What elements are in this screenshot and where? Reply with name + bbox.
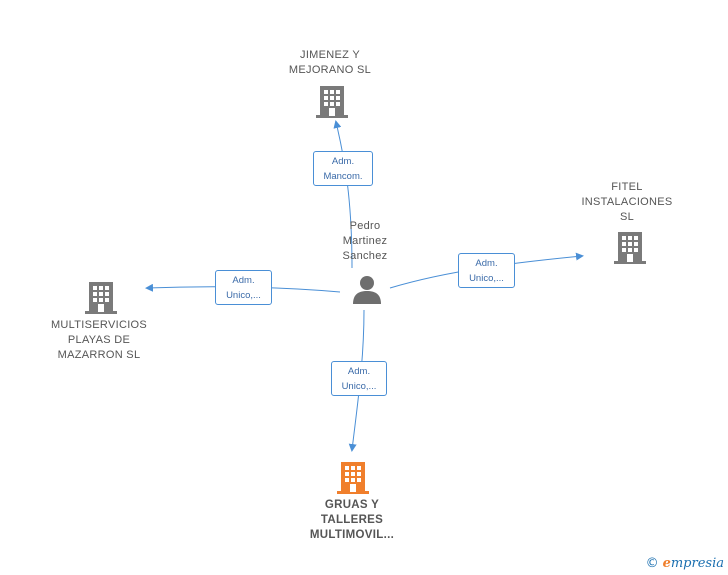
company-gruas-talleres-label[interactable]: GRUAS Y TALLERES MULTIMOVIL... <box>309 499 395 541</box>
company-multiservicios-label[interactable]: MULTISERVICIOS PLAYAS DE MAZARRON SL <box>50 319 148 361</box>
person-name-label[interactable]: Pedro Martinez Sanchez <box>342 220 388 262</box>
edge-label-top[interactable]: Adm. Mancom. <box>313 151 373 186</box>
brand-footer: ©empresia <box>646 556 724 571</box>
edge-label-bottom[interactable]: Adm. Unico,... <box>331 361 387 396</box>
brand-logo-text: mpresia <box>670 556 724 571</box>
brand-logo-e: e <box>662 556 671 571</box>
building-icon[interactable] <box>316 84 348 118</box>
company-fitel-label[interactable]: FITEL INSTALACIONES SL <box>581 181 673 223</box>
copyright-icon: © <box>645 556 659 571</box>
building-icon[interactable] <box>85 280 117 314</box>
edge-label-left[interactable]: Adm. Unico,... <box>215 270 272 305</box>
building-icon[interactable] <box>337 460 369 494</box>
edge-label-right[interactable]: Adm. Unico,... <box>458 253 515 288</box>
company-jimenez-mejorano-label[interactable]: JIMENEZ Y MEJORANO SL <box>288 49 372 76</box>
building-icon[interactable] <box>614 230 646 264</box>
person-icon[interactable] <box>352 274 382 304</box>
